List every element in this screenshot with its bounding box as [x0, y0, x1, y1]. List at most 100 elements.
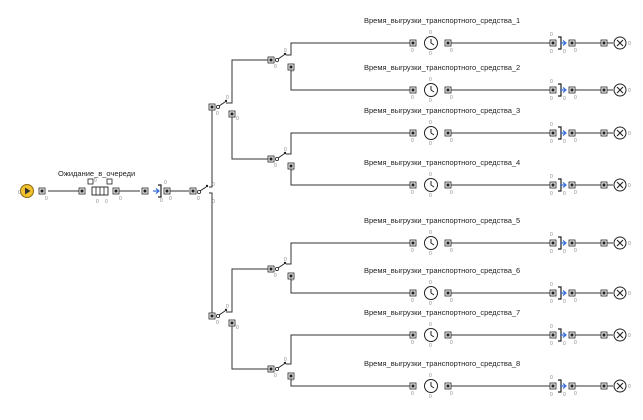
sink-icon — [613, 126, 627, 140]
port-icon — [444, 331, 452, 339]
port-count: 0 — [574, 95, 577, 101]
port-count: 0 — [574, 138, 577, 144]
port-count: 0 — [274, 273, 277, 279]
port-core — [114, 189, 118, 193]
port-count: 0 — [105, 199, 108, 205]
port-count: 0 — [450, 48, 453, 54]
port-core — [551, 41, 555, 45]
port-count: 0 — [429, 98, 432, 104]
port-count: 0 — [450, 190, 453, 196]
delay-hand — [430, 382, 435, 389]
port-icon — [287, 162, 295, 170]
port-icon — [549, 382, 557, 390]
delay-label: Время_выгрузки_транспортного_средства_3 — [364, 106, 520, 115]
port-core — [602, 241, 606, 245]
port-core — [551, 131, 555, 135]
port-count: 0 — [274, 64, 277, 70]
port-core — [551, 241, 555, 245]
port-count: 0 — [429, 172, 432, 178]
port-count: 0 — [429, 251, 432, 257]
select-lever — [218, 310, 226, 316]
port-count: 0 — [563, 249, 566, 255]
port-count: 0 — [563, 49, 566, 55]
port-core — [570, 131, 574, 135]
port-count: 0 — [550, 32, 553, 38]
port-count: 0 — [450, 391, 453, 397]
port-icon — [409, 39, 417, 47]
port-core — [570, 384, 574, 388]
delay-hand — [430, 289, 435, 296]
sink-cross — [616, 289, 624, 297]
select-pivot — [215, 105, 220, 110]
port-core — [446, 333, 450, 337]
port-icon — [267, 155, 275, 163]
select-pivot — [215, 313, 220, 318]
sink-icon — [613, 328, 627, 342]
port-count: 0 — [212, 199, 215, 205]
release-icon — [558, 36, 567, 50]
port-core — [411, 333, 415, 337]
port-icon — [444, 39, 452, 47]
port-count: 0 — [550, 96, 553, 102]
seize-arrow — [153, 188, 160, 194]
port-core — [570, 41, 574, 45]
port-core — [551, 291, 555, 295]
port-icon — [600, 129, 608, 137]
port-count: 0 — [411, 190, 414, 196]
port-count: 0 — [18, 190, 21, 196]
port-count: 0 — [550, 174, 553, 180]
port-icon — [141, 187, 149, 195]
select-contact — [283, 151, 287, 155]
port-core — [289, 274, 293, 278]
select-pivot — [274, 58, 279, 63]
port-count: 0 — [291, 377, 294, 383]
port-icon — [549, 331, 557, 339]
sink-icon — [613, 36, 627, 50]
port-count: 0 — [628, 88, 631, 94]
delay-icon — [424, 236, 438, 250]
select-output-icon — [274, 261, 287, 271]
select-output-icon — [274, 361, 287, 371]
port-core — [570, 333, 574, 337]
port-count: 0 — [411, 340, 414, 346]
seize-bracket — [158, 184, 162, 198]
port-core — [570, 241, 574, 245]
port-count: 0 — [429, 343, 432, 349]
port-core — [602, 183, 606, 187]
port-icon — [409, 331, 417, 339]
port-count: 0 — [550, 392, 553, 398]
sink-icon — [613, 286, 627, 300]
port-icon — [228, 110, 236, 118]
port-count: 0 — [284, 357, 287, 363]
delay-hand — [430, 181, 435, 188]
port-count: 0 — [429, 51, 432, 57]
delay-hand — [430, 129, 435, 136]
port-core — [411, 384, 415, 388]
port-count: 0 — [550, 375, 553, 381]
port-icon — [208, 103, 216, 111]
release-arrow — [560, 332, 567, 338]
port-count: 0 — [450, 298, 453, 304]
port-icon — [444, 289, 452, 297]
port-count: 0 — [550, 79, 553, 85]
source-arrow — [25, 187, 31, 195]
sink-cross — [616, 181, 624, 189]
port-count: 0 — [563, 191, 566, 197]
port-count: 0 — [628, 333, 631, 339]
port-core — [191, 189, 195, 193]
select-contact — [205, 184, 209, 188]
select-pivot — [274, 266, 279, 271]
delay-icon — [424, 126, 438, 140]
port-count: 0 — [450, 340, 453, 346]
delay-icon — [424, 328, 438, 342]
port-core — [269, 58, 273, 62]
port-count: 0 — [450, 95, 453, 101]
select-contact — [224, 308, 228, 312]
port-icon — [549, 129, 557, 137]
source-icon — [20, 184, 34, 198]
sink-cross — [616, 331, 624, 339]
port-count: 0 — [291, 277, 294, 283]
port-core — [446, 183, 450, 187]
delay-icon — [424, 286, 438, 300]
